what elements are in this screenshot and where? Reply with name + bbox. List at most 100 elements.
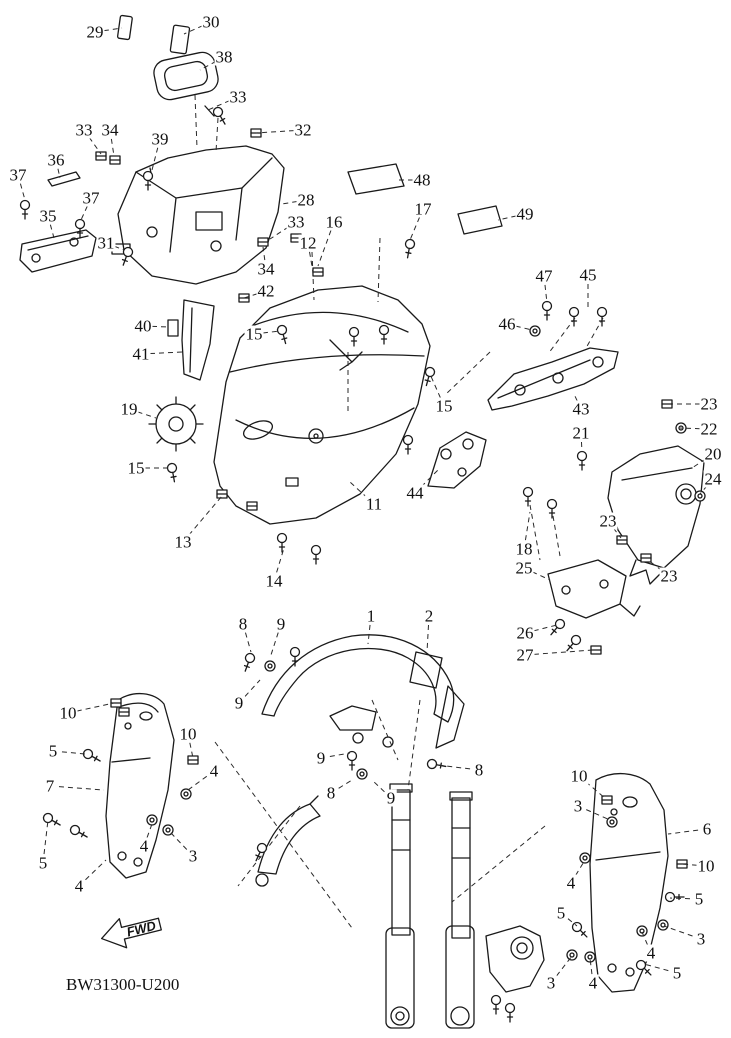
part-stay-43 [487, 347, 619, 411]
part-callout-15: 15 [126, 458, 146, 478]
fork-legs [385, 783, 475, 1029]
part-panel-41 [181, 299, 215, 381]
part-callout-5: 5 [671, 963, 683, 983]
part-callout-26: 26 [515, 623, 535, 643]
part-callout-9: 9 [315, 748, 327, 768]
part-callout-44: 44 [405, 483, 425, 503]
part-callout-45: 45 [578, 265, 598, 285]
part-callout-34: 34 [256, 259, 276, 279]
part-callout-4: 4 [138, 836, 150, 856]
part-callout-24: 24 [703, 469, 723, 489]
part-callout-4: 4 [565, 873, 577, 893]
part-callout-18: 18 [514, 539, 534, 559]
part-fender-inner-11 [213, 285, 431, 525]
part-bracket-35 [19, 229, 97, 273]
part-sticker-49 [457, 205, 503, 235]
part-pad-36 [47, 171, 81, 187]
part-callout-10: 10 [569, 766, 589, 786]
part-clip-40 [167, 319, 179, 337]
part-callout-8: 8 [325, 783, 337, 803]
part-callout-1: 1 [365, 606, 377, 626]
part-callout-16: 16 [324, 212, 344, 232]
part-callout-43: 43 [571, 399, 591, 419]
part-callout-46: 46 [497, 314, 517, 334]
part-callout-33: 33 [228, 87, 248, 107]
part-callout-23: 23 [699, 394, 719, 414]
part-callout-7: 7 [44, 776, 56, 796]
part-callout-23: 23 [659, 566, 679, 586]
part-callout-9: 9 [233, 693, 245, 713]
part-callout-47: 47 [534, 266, 554, 286]
part-callout-19: 19 [119, 399, 139, 419]
part-callout-5: 5 [47, 741, 59, 761]
part-callout-3: 3 [545, 973, 557, 993]
part-callout-10: 10 [58, 703, 78, 723]
part-callout-33: 33 [286, 212, 306, 232]
part-callout-25: 25 [514, 558, 534, 578]
part-callout-29: 29 [85, 22, 105, 42]
part-front-fender-1 [261, 634, 465, 749]
part-callout-27: 27 [515, 645, 535, 665]
part-callout-34: 34 [100, 120, 120, 140]
assembly-axes [194, 94, 604, 929]
part-bracket-44 [427, 431, 487, 489]
part-callout-32: 32 [293, 120, 313, 140]
part-callout-10: 10 [696, 856, 716, 876]
part-callout-8: 8 [237, 614, 249, 634]
part-callout-13: 13 [173, 532, 193, 552]
part-callout-6: 6 [701, 819, 713, 839]
part-callout-42: 42 [256, 281, 276, 301]
part-callout-5: 5 [693, 889, 705, 909]
part-callout-4: 4 [73, 876, 85, 896]
part-callout-3: 3 [695, 929, 707, 949]
part-callout-22: 22 [699, 419, 719, 439]
part-callout-38: 38 [214, 47, 234, 67]
part-callout-10: 10 [178, 724, 198, 744]
part-pad-30 [169, 24, 191, 55]
part-pad-29 [116, 14, 133, 41]
part-callout-4: 4 [645, 943, 657, 963]
part-damper-19 [148, 396, 204, 452]
part-callout-28: 28 [296, 190, 316, 210]
part-callout-33: 33 [74, 120, 94, 140]
part-callout-41: 41 [131, 344, 151, 364]
part-seal-38 [153, 51, 219, 101]
part-bracket-25 [547, 559, 641, 619]
part-callout-23: 23 [598, 511, 618, 531]
part-callout-31: 31 [96, 233, 116, 253]
part-tray-28 [111, 105, 285, 285]
part-callout-11: 11 [364, 494, 384, 514]
fwd-label: FWD [125, 918, 158, 940]
part-callout-15: 15 [244, 324, 264, 344]
part-callout-5: 5 [555, 903, 567, 923]
part-callout-9: 9 [385, 788, 397, 808]
part-callout-49: 49 [515, 204, 535, 224]
part-side-cover-6 [589, 773, 669, 993]
part-callout-5: 5 [37, 853, 49, 873]
diagram-code: BW31300-U200 [66, 975, 180, 994]
part-side-cover-7 [105, 693, 175, 879]
part-callout-3: 3 [572, 796, 584, 816]
part-callout-30: 30 [201, 12, 221, 32]
part-callout-48: 48 [412, 170, 432, 190]
part-callout-9: 9 [275, 614, 287, 634]
part-callout-3: 3 [187, 846, 199, 866]
part-callout-35: 35 [38, 206, 58, 226]
part-callout-8: 8 [473, 760, 485, 780]
part-axle-bracket [485, 925, 545, 1023]
part-callout-37: 37 [8, 165, 28, 185]
part-callout-20: 20 [703, 444, 723, 464]
part-sticker-48 [347, 163, 405, 195]
part-stay-bottom-center [251, 795, 321, 887]
fwd-arrow: FWD [100, 917, 162, 949]
part-sticker-2 [409, 651, 443, 689]
part-callout-15: 15 [434, 396, 454, 416]
part-callout-40: 40 [133, 316, 153, 336]
part-callout-37: 37 [81, 188, 101, 208]
part-callout-21: 21 [571, 423, 591, 443]
part-callout-12: 12 [298, 233, 318, 253]
part-callout-39: 39 [150, 129, 170, 149]
